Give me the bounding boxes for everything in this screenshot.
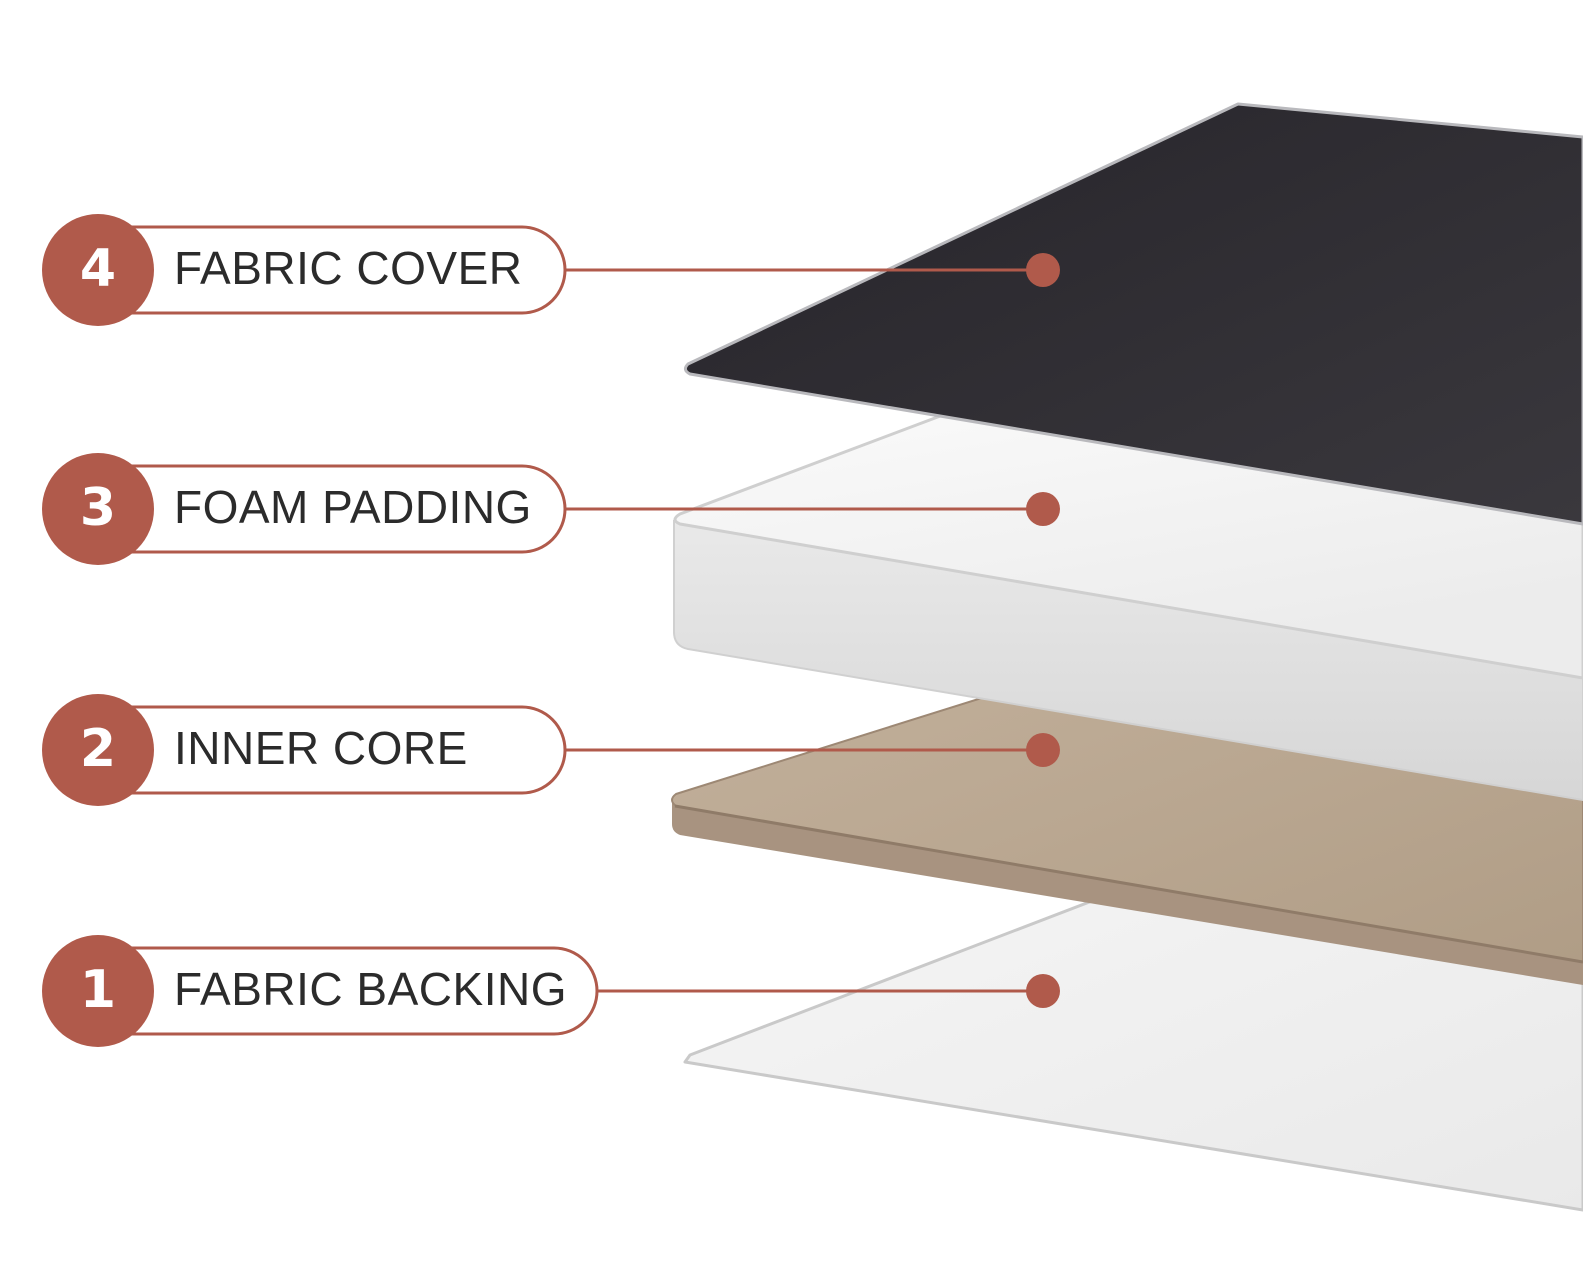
leader-dot	[1026, 733, 1060, 767]
leader-dot	[1026, 974, 1060, 1008]
layer-number: 4	[80, 239, 116, 299]
callout-fabric-cover: 4 FABRIC COVER	[42, 214, 1060, 326]
callout-foam-padding: 3 FOAM PADDING	[42, 453, 1060, 565]
number-badge-icon	[42, 214, 154, 326]
callout-inner-core: 2 INNER CORE	[42, 694, 1060, 806]
number-badge-icon	[42, 694, 154, 806]
inner-core-side	[672, 802, 1583, 985]
leader-dot	[1026, 492, 1060, 526]
foam-padding-side	[673, 519, 1583, 802]
fabric-cover-layer	[683, 102, 1583, 526]
layer-label: FOAM PADDING	[174, 481, 532, 533]
callout-fabric-backing: 1 FABRIC BACKING	[42, 935, 1060, 1047]
layer-label: INNER CORE	[174, 722, 468, 774]
layer-number: 1	[80, 960, 116, 1020]
fabric-cover-sheet	[683, 102, 1583, 526]
callouts: 4 FABRIC COVER 3 FOAM PADDING 2 INNER CORE 1 FA…	[42, 214, 1060, 1047]
layer-label: FABRIC BACKING	[174, 963, 567, 1015]
layer-number: 3	[80, 478, 116, 538]
leader-dot	[1026, 253, 1060, 287]
inner-core-edge	[674, 804, 1583, 964]
number-badge-icon	[42, 935, 154, 1047]
layer-label: FABRIC COVER	[174, 242, 523, 294]
number-badge-icon	[42, 453, 154, 565]
layer-number: 2	[80, 719, 116, 779]
